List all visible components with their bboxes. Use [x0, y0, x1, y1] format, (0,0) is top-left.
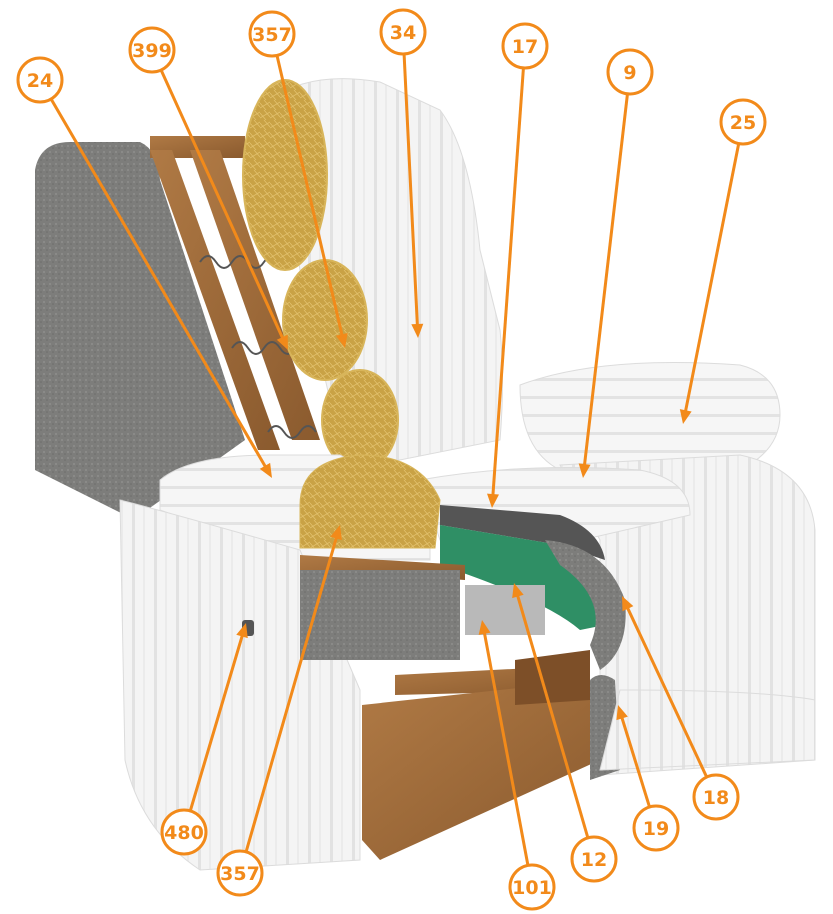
leader-line: [246, 535, 337, 852]
callout-number: 480: [164, 822, 204, 844]
arrowhead: [680, 409, 692, 424]
leader-line: [404, 54, 417, 328]
leader-line: [51, 99, 267, 469]
callout-number: 357: [252, 24, 292, 46]
leader-line: [517, 593, 588, 838]
callout-number: 24: [27, 70, 53, 92]
callout-number: 101: [512, 877, 552, 899]
leader-line: [685, 144, 739, 415]
callout-number: 34: [390, 22, 416, 44]
callout-480: 480: [162, 623, 248, 854]
callout-12: 12: [512, 583, 616, 881]
leader-line: [621, 715, 650, 807]
callout-25: 25: [680, 100, 765, 424]
leader-line: [161, 70, 284, 341]
arrowhead: [479, 620, 491, 635]
callout-18: 18: [622, 596, 738, 819]
callout-number: 9: [623, 62, 636, 84]
arrowhead: [330, 525, 342, 540]
callout-24: 24: [18, 58, 272, 478]
arrowhead: [512, 583, 524, 598]
callout-357: 357: [218, 525, 342, 895]
callout-number: 12: [581, 849, 607, 871]
leader-line: [277, 55, 343, 338]
callout-101: 101: [479, 620, 554, 909]
callout-19: 19: [616, 705, 678, 850]
callout-number: 25: [730, 112, 756, 134]
leader-line: [484, 630, 528, 866]
arrowhead: [411, 324, 423, 338]
arrowhead: [236, 623, 248, 638]
callout-number: 357: [220, 863, 260, 885]
callout-number: 17: [512, 36, 538, 58]
leader-line: [584, 94, 627, 468]
callout-9: 9: [579, 50, 652, 478]
leader-line: [626, 605, 706, 777]
callout-399: 399: [130, 28, 288, 350]
callout-number: 399: [132, 40, 172, 62]
arrowhead: [579, 463, 591, 478]
leader-line: [493, 68, 524, 498]
callout-number: 19: [643, 818, 669, 840]
callout-34: 34: [381, 10, 425, 338]
callout-number: 18: [703, 787, 729, 809]
arrowhead: [487, 494, 499, 508]
leader-line: [190, 633, 243, 811]
arrowhead: [616, 705, 627, 720]
arrowhead: [336, 333, 348, 348]
callout-17: 17: [487, 24, 547, 508]
